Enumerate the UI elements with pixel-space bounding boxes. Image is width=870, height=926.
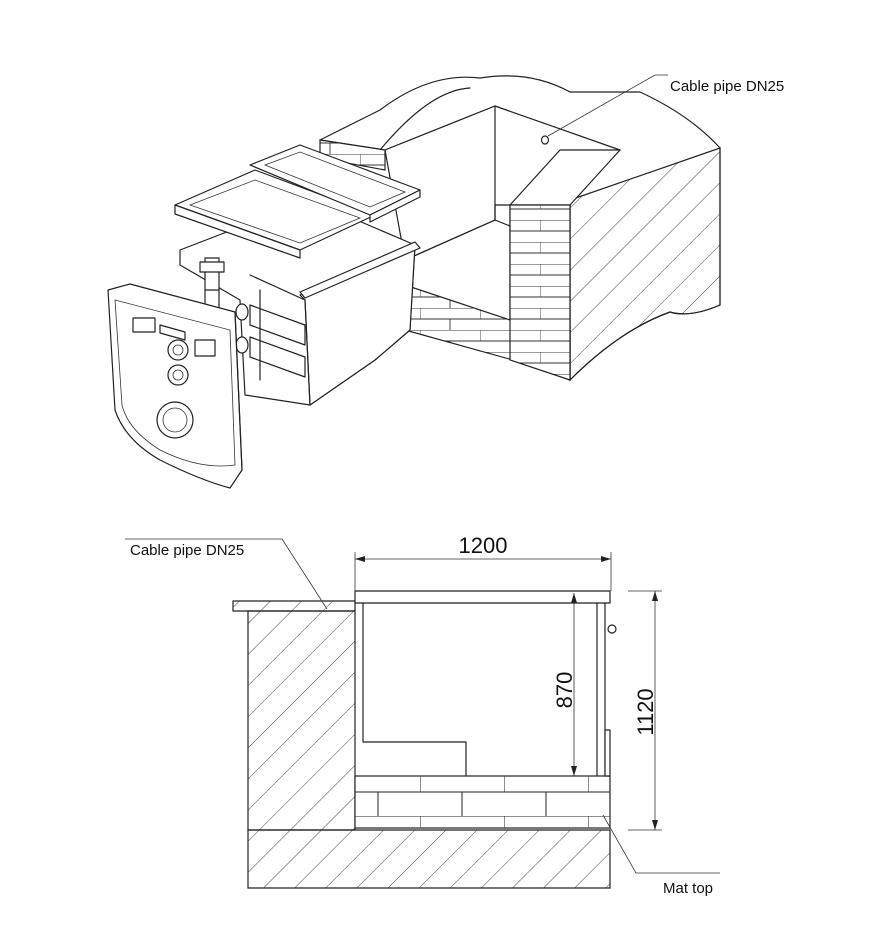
section-cable-callout: Cable pipe DN25: [125, 538, 328, 610]
section-ground-bottom: [247, 829, 611, 889]
section-cable-label: Cable pipe DN25: [130, 542, 244, 559]
section-mat-callout: Mat top: [602, 814, 720, 897]
isometric-view: Cable pipe DN25: [107, 74, 784, 489]
dim-total-height-label: 1120: [633, 688, 658, 735]
section-brick-base: [354, 775, 611, 829]
iso-basin-box: [179, 199, 421, 406]
section-view: 1200 870 1120 Cable pipe DN25 Mat top: [125, 533, 720, 897]
iso-lids: [174, 144, 421, 259]
section-ground-left: [247, 610, 356, 831]
section-mat-label: Mat top: [663, 880, 713, 897]
dim-width: 1200: [354, 533, 612, 591]
iso-brick-pillar: [509, 149, 621, 381]
dim-total-height: 1120: [628, 590, 662, 831]
iso-cable-callout: Cable pipe DN25: [547, 74, 784, 137]
dim-inner-height: 870: [552, 593, 577, 776]
iso-cable-label: Cable pipe DN25: [670, 78, 784, 95]
dim-inner-height-label: 870: [552, 672, 577, 709]
iso-front-panel: [107, 283, 243, 489]
section-box: [354, 590, 617, 777]
dim-width-label: 1200: [459, 533, 508, 558]
